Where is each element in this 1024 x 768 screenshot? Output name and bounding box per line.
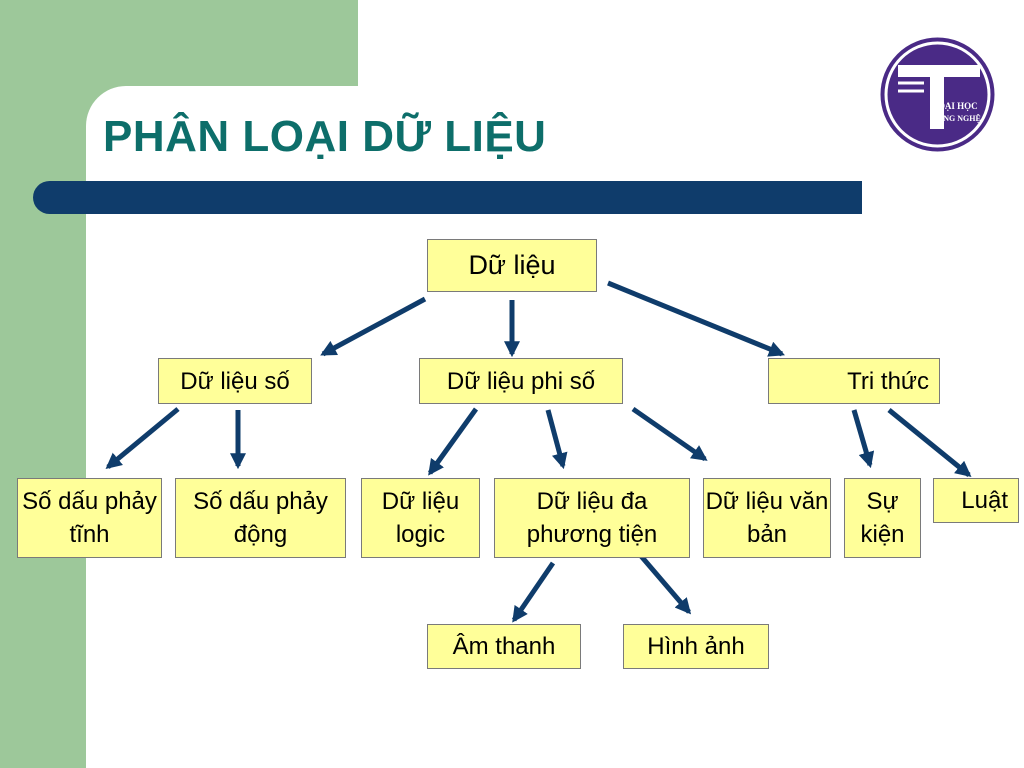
slide-title: PHÂN LOẠI DỮ LIỆU: [103, 112, 547, 161]
node-event-label: Sự kiện: [860, 488, 905, 548]
node-knowledge-label: Tri thức: [847, 367, 929, 395]
logo-text-line1: ĐẠI HỌC: [938, 101, 977, 111]
node-audio-label: Âm thanh: [452, 633, 556, 660]
node-non-numeric-label: Dữ liệu phi số: [446, 367, 596, 395]
node-text-data: Dữ liệu văn bản: [703, 478, 831, 558]
arrow-nonnumeric-to-logic: [427, 407, 479, 476]
node-numeric-data: Dữ liệu số: [158, 358, 312, 404]
node-fixed-point: Số dấu phảy tĩnh: [17, 478, 162, 558]
node-multimedia-label: Dữ liệu đa phương tiện: [526, 488, 658, 548]
arrow-knowledge-to-rule: [887, 408, 972, 478]
arrow-knowledge-to-event: [851, 409, 875, 469]
node-numeric-label: Dữ liệu số: [180, 367, 290, 395]
node-rule-label: Luật: [961, 487, 1008, 514]
node-text-label: Dữ liệu văn bản: [705, 488, 829, 548]
node-floating-point: Số dấu phảy động: [175, 478, 346, 558]
arrow-numeric-to-fixed: [105, 407, 180, 470]
logo-text-line2: CÔNG NGHỆ: [931, 113, 981, 123]
node-logic-label: Dữ liệu logic: [381, 488, 460, 548]
node-image-label: Hình ảnh: [647, 633, 745, 660]
node-non-numeric-data: Dữ liệu phi số: [419, 358, 623, 404]
node-audio: Âm thanh: [427, 624, 581, 669]
arrow-root-to-knowledge: [607, 280, 785, 357]
node-floating-point-label: Số dấu phảy động: [193, 488, 328, 548]
arrow-root-to-numeric: [320, 296, 427, 357]
node-knowledge: Tri thức: [768, 358, 940, 404]
arrow-nonnumeric-to-text: [631, 406, 708, 462]
node-root-label: Dữ liệu: [468, 250, 556, 280]
node-logic-data: Dữ liệu logic: [361, 478, 480, 558]
node-fixed-point-label: Số dấu phảy tĩnh: [22, 488, 157, 548]
arrow-multimedia-to-audio: [511, 561, 556, 623]
university-logo: ĐẠI HỌC CÔNG NGHỆ: [880, 37, 995, 152]
arrow-multimedia-to-image: [639, 554, 692, 615]
node-rule: Luật: [933, 478, 1019, 523]
arrow-nonnumeric-to-multimedia: [545, 409, 568, 470]
node-root-data: Dữ liệu: [427, 239, 597, 292]
node-multimedia-data: Dữ liệu đa phương tiện: [494, 478, 690, 558]
node-image: Hình ảnh: [623, 624, 769, 669]
node-event: Sự kiện: [844, 478, 921, 558]
title-underline-bar: [33, 181, 862, 214]
